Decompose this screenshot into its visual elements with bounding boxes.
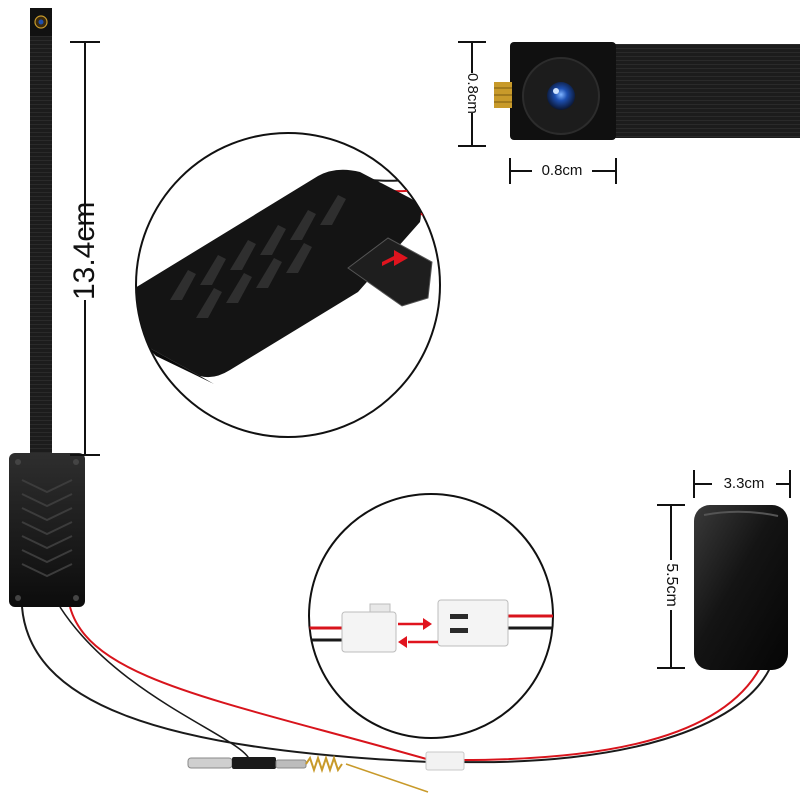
connector-closeup-circle	[308, 493, 554, 739]
antenna-sleeve	[232, 757, 276, 769]
camera-strap	[30, 8, 52, 460]
sd-card-icon	[347, 237, 433, 307]
battery-highlight	[703, 510, 779, 517]
antenna-icon	[187, 754, 429, 793]
strap-camera	[30, 8, 52, 460]
lens-strap	[614, 44, 800, 138]
lens-module	[494, 42, 800, 140]
board-screw	[73, 595, 79, 601]
strap-length-label: 13.4cm	[65, 202, 105, 300]
red-wire	[69, 606, 431, 761]
battery-width-label: 3.3cm	[723, 475, 765, 492]
board-screw	[15, 459, 21, 465]
lens-height-label: 0.8cm	[459, 73, 485, 114]
lens-width-dimension-line	[509, 158, 617, 184]
antenna-plug	[187, 757, 233, 769]
female-connector	[437, 599, 509, 647]
camera-lens-icon	[547, 82, 575, 110]
black-wire	[459, 667, 771, 764]
camera-lens-glass	[38, 19, 44, 25]
battery-body	[694, 505, 788, 670]
male-connector	[341, 611, 397, 653]
battery-width-dimension-line	[693, 470, 791, 498]
gold-contact-lines	[494, 87, 512, 103]
lens-reflection	[553, 88, 559, 94]
black-wire	[21, 606, 431, 763]
main-board-module	[9, 453, 85, 607]
board-screw	[15, 595, 21, 601]
battery-height-dimension-line	[657, 504, 685, 669]
wire-connector-small	[425, 751, 465, 771]
board-case	[9, 453, 85, 607]
lens-width-label: 0.8cm	[541, 162, 583, 179]
insert-arrow-icon	[382, 250, 408, 266]
battery-pack	[694, 505, 788, 670]
antenna-cable	[59, 606, 251, 763]
board-closeup-vents	[170, 195, 346, 318]
antenna-connector	[275, 759, 307, 769]
board-screw	[73, 459, 79, 465]
connector-arrows-icon	[398, 618, 438, 648]
antenna-wire	[345, 763, 429, 793]
board-vent-pattern	[21, 479, 73, 578]
red-wire	[459, 667, 761, 761]
battery-height-label: 5.5cm	[663, 563, 680, 607]
board-closeup-circle	[135, 132, 441, 438]
wiring	[21, 606, 771, 764]
antenna-coil	[305, 754, 343, 774]
